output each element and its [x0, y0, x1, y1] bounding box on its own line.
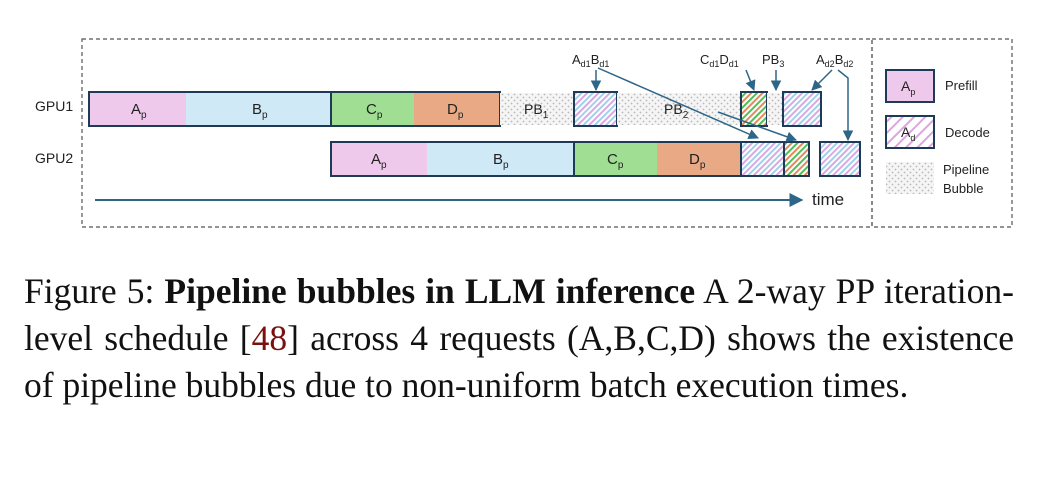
- gpu2-label-c: Cp: [607, 151, 624, 171]
- gpu2-block-a-prefill: [331, 142, 427, 176]
- gpu1-row: Ap Bp Cp Dp PB1 PB2: [88, 91, 822, 127]
- gpu2-decode-ab-d1: [740, 141, 785, 177]
- legend-bubble-swatch: [886, 162, 934, 194]
- legend-prefill-swatch-label: Ap: [901, 78, 915, 97]
- gpu1-block-b-prefill: [186, 92, 331, 126]
- gpu1-decode-ab-d2: [782, 91, 822, 127]
- pipeline-schedule-diagram: GPU1 GPU2 Ap Bp Cp Dp PB1 PB2 Ap Bp Cp: [35, 38, 1013, 228]
- gpu2-block-b-prefill: [427, 142, 574, 176]
- gpu1-label-c: Cp: [366, 101, 383, 121]
- gpu1-label-b: Bp: [252, 101, 268, 121]
- legend-decode-swatch-label: Ad: [901, 124, 915, 143]
- caption-text-after-cite: ] across 4 requests (A,B,C,D) shows the …: [24, 318, 1014, 405]
- gpu1-block-a-prefill: [89, 92, 186, 126]
- gpu2-block-c-prefill: [574, 142, 657, 176]
- caption-prefix: Figure 5:: [24, 271, 165, 311]
- annotation-arrows: [590, 67, 854, 142]
- arrow-ad2-to-gpu2: [837, 69, 854, 142]
- arrow-cd1-to-gpu2: [717, 111, 797, 142]
- legend-bubble-text-line2: Bubble: [943, 181, 983, 196]
- caption-text-before-cite: A 2-way PP iteration-level schedule [: [24, 271, 1014, 358]
- gpu2-block-d-prefill: [657, 142, 741, 176]
- gpu1-block-d-prefill: [414, 92, 500, 126]
- gpu2-decode-cd-d1: [783, 141, 810, 177]
- gpu2-decode-ab-d2: [819, 141, 861, 177]
- arrow-ad2-to-gpu1: [811, 69, 833, 91]
- gpu2-row: Ap Bp Cp Dp: [330, 141, 861, 177]
- caption-citation-link[interactable]: 48: [251, 318, 288, 358]
- legend-frame: [871, 38, 1013, 228]
- legend-prefill-text: Prefill: [945, 78, 978, 93]
- gpu1-bubble-pb2: [617, 93, 741, 125]
- gpu2-label-a: Ap: [371, 151, 387, 171]
- gpu2-label-d: Dp: [689, 151, 706, 171]
- row-label-gpu1: GPU1: [35, 98, 73, 114]
- legend: Ap Prefill Ad Decode Pipeline Bubble: [885, 69, 990, 196]
- annotation-ad2-bd2: Ad2Bd2: [816, 52, 853, 69]
- legend-prefill-swatch: [885, 69, 935, 103]
- gpu2-label-b: Bp: [493, 151, 509, 171]
- gpu1-label-pb1: PB1: [524, 101, 549, 121]
- figure-caption: Figure 5: Pipeline bubbles in LLM infere…: [24, 268, 1014, 409]
- caption-title: Pipeline bubbles in LLM inference: [164, 271, 696, 311]
- gpu1-bubble-pb3: [767, 93, 783, 125]
- gpu1-bubble-pb1: [500, 93, 574, 125]
- arrow-ad1-to-gpu2: [597, 67, 759, 140]
- time-label: time: [812, 190, 844, 209]
- legend-decode-text: Decode: [945, 125, 990, 140]
- gpu1-block-c-prefill: [331, 92, 414, 126]
- diagram-frame: [81, 38, 873, 228]
- gpu1-label-a: Ap: [131, 101, 147, 121]
- annotation-pb3: PB3: [762, 52, 784, 69]
- gpu1-decode-ab-d1: [573, 91, 618, 127]
- legend-bubble-text-line1: Pipeline: [943, 162, 989, 177]
- row-label-gpu2: GPU2: [35, 150, 73, 166]
- gpu1-label-pb2: PB2: [664, 101, 689, 121]
- legend-decode-swatch: [885, 115, 935, 149]
- annotation-ad1-bd1: Ad1Bd1: [572, 52, 609, 69]
- gpu1-label-d: Dp: [447, 101, 464, 121]
- annotation-cd1-dd1: Cd1Dd1: [700, 52, 739, 69]
- arrow-cd1-to-gpu1: [745, 69, 756, 91]
